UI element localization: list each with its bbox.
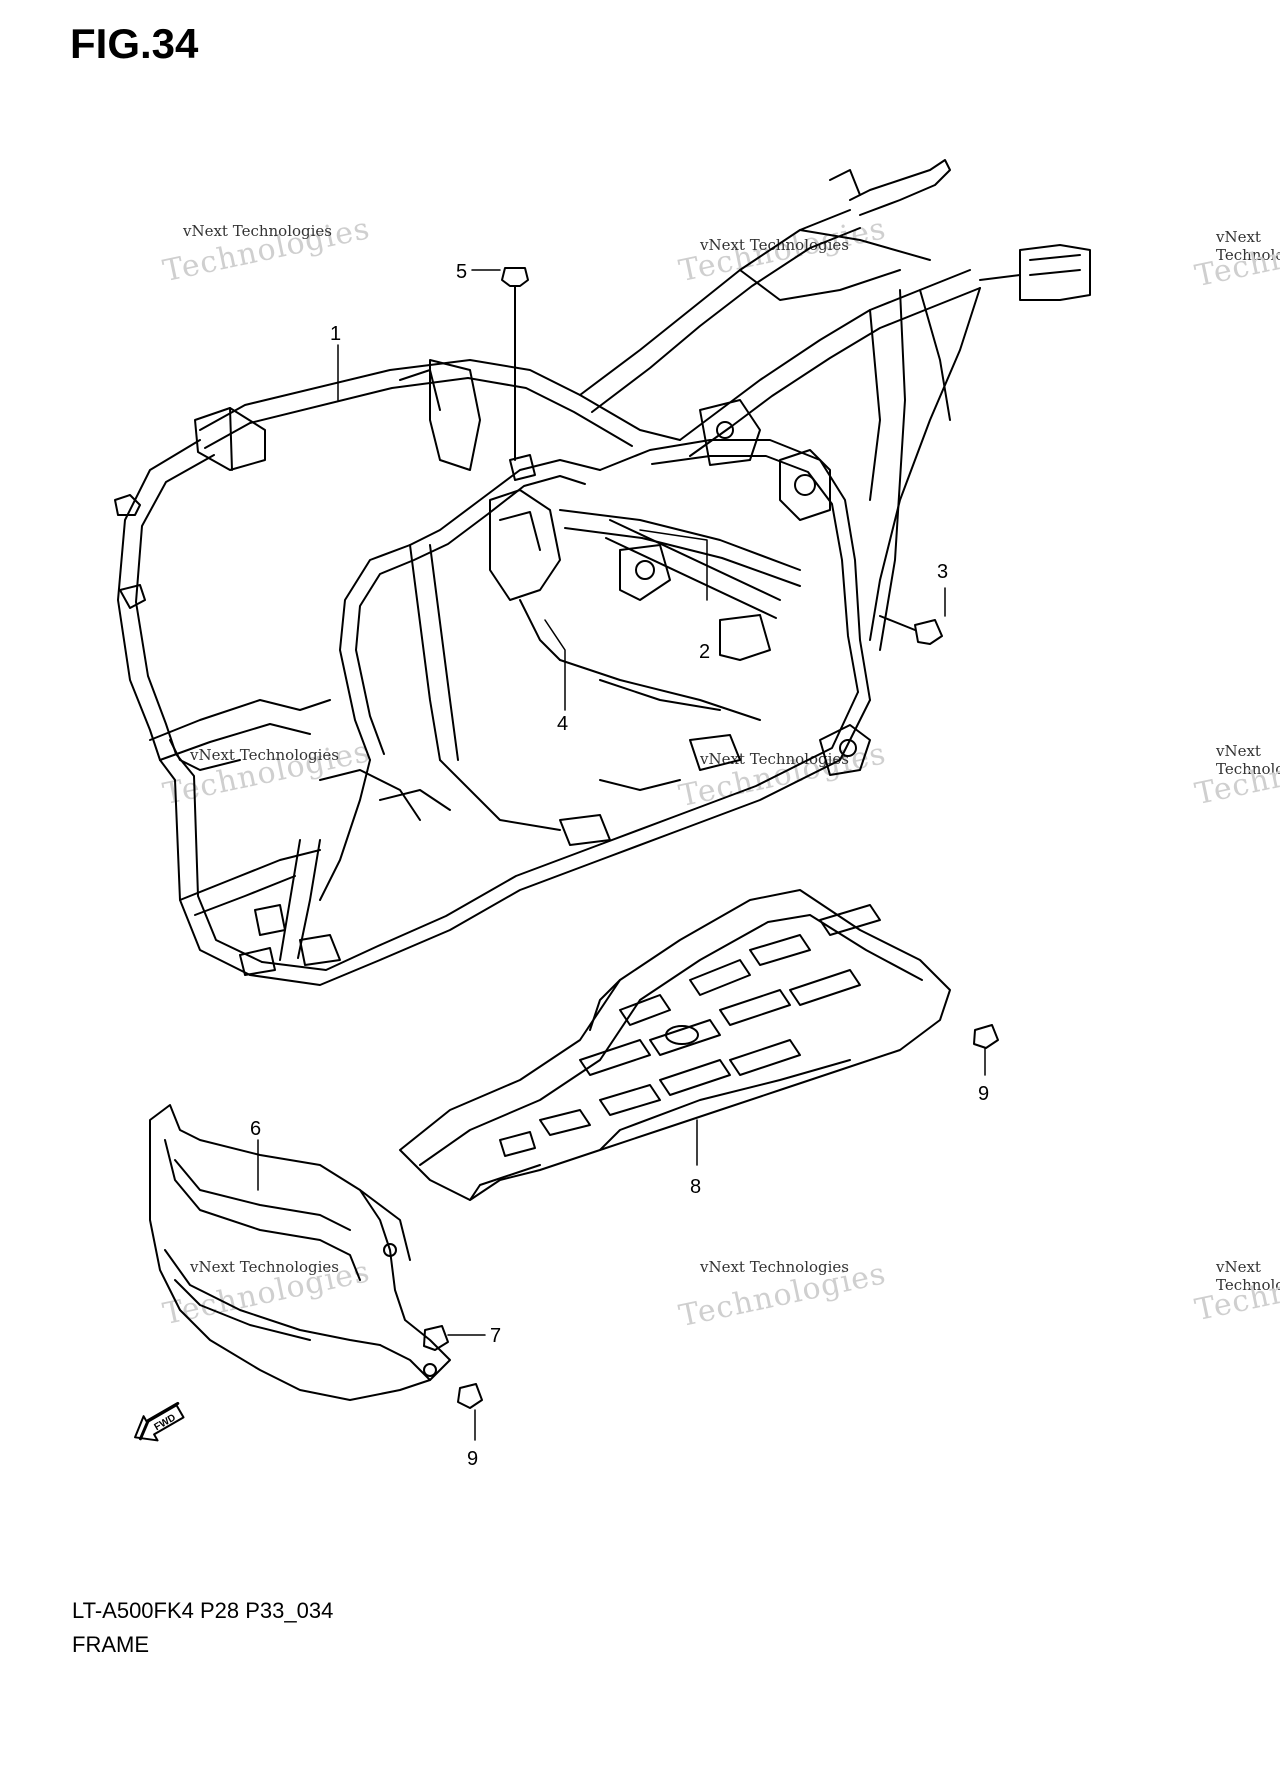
callout-1: 1	[330, 323, 341, 345]
callout-8: 8	[690, 1176, 701, 1198]
bolt-9-upper	[973, 1024, 999, 1049]
bolt-7	[423, 1325, 449, 1351]
bolt-9-lower	[457, 1383, 483, 1409]
callout-9-upper: 9	[978, 1083, 989, 1105]
section-name: FRAME	[72, 1632, 149, 1657]
leader-lines	[257, 269, 986, 1441]
callout-5: 5	[456, 261, 467, 283]
callout-7: 7	[490, 1325, 501, 1347]
figure-title: FIG.34	[70, 20, 199, 67]
frame-assembly	[114, 159, 1091, 986]
callout-6: 6	[250, 1118, 261, 1140]
front-guard	[149, 1104, 451, 1401]
skid-plate	[399, 889, 951, 1201]
bolt-3	[879, 615, 943, 645]
forward-direction-arrow-icon: FWD	[134, 1401, 185, 1442]
callout-3: 3	[937, 561, 948, 583]
model-code: LT-A500FK4 P28 P33_034	[72, 1598, 334, 1623]
callout-2: 2	[699, 641, 710, 663]
bolt-5	[501, 267, 529, 461]
callout-4: 4	[557, 713, 568, 735]
callout-9-lower: 9	[467, 1448, 478, 1470]
